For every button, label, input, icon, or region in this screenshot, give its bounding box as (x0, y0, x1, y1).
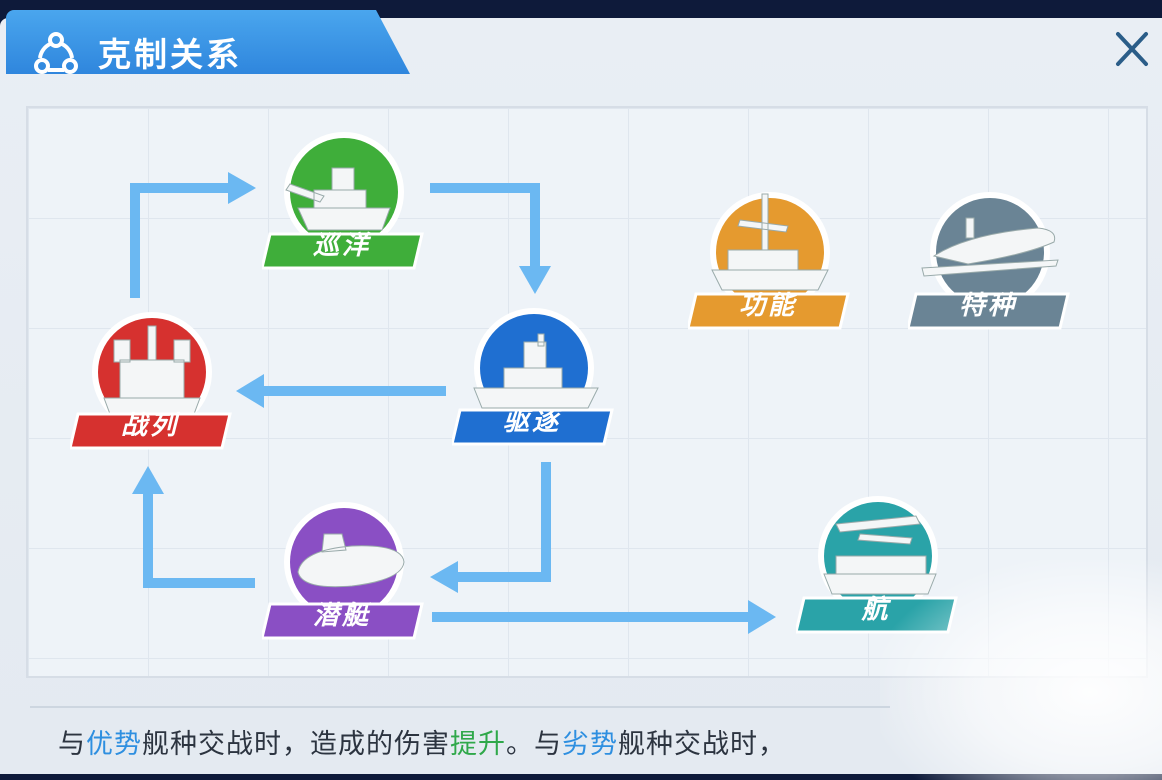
ship-label-support: 功能 (738, 291, 797, 321)
arrow-destroyer-to-submarine (430, 462, 551, 593)
ship-label-battleship: 战列 (120, 411, 179, 441)
special-ship-icon (921, 217, 1059, 277)
special-emblem (908, 192, 1070, 330)
support-ship-icon (711, 193, 829, 291)
arrow-cruiser-to-destroyer (430, 183, 551, 294)
triangle-nodes-icon (34, 32, 78, 74)
ship-destroyer[interactable]: 驱逐 (452, 306, 622, 456)
ship-special[interactable]: 特种 (908, 190, 1078, 340)
ship-battleship[interactable]: 战列 (70, 310, 240, 460)
arrow-battleship-to-cruiser (130, 172, 256, 298)
ship-label-destroyer: 驱逐 (502, 407, 561, 437)
ship-label-submarine: 潜艇 (312, 601, 371, 631)
desc-disadvantage: 劣势 (562, 729, 618, 760)
cruiser-ship-icon (285, 167, 391, 231)
desc-part: 舰种交战时，造成的伤害 (142, 729, 450, 760)
destroyer-emblem (452, 308, 614, 446)
support-emblem (688, 192, 850, 330)
desc-part: 与 (58, 729, 86, 760)
description-text: 与优势舰种交战时，造成的伤害提升。与劣势舰种交战时， (58, 722, 786, 761)
ship-submarine[interactable]: 潜艇 (262, 500, 432, 650)
ship-label-cruiser: 巡洋 (312, 231, 371, 261)
arrow-destroyer-to-battleship (236, 374, 446, 408)
ship-cruiser[interactable]: 巡洋 (262, 130, 432, 280)
ship-label-carrier: 航 (861, 595, 891, 625)
submarine-ship-icon (297, 533, 405, 588)
ship-support[interactable]: 功能 (688, 190, 858, 340)
desc-part: 舰种交战时， (618, 729, 786, 760)
cruiser-emblem (262, 132, 424, 270)
desc-part: 。与 (506, 729, 562, 760)
arrow-submarine-to-carrier (432, 600, 776, 634)
title-tab: 克制关系 (6, 10, 410, 74)
page-title: 克制关系 (98, 35, 242, 74)
destroyer-ship-icon (473, 333, 599, 409)
divider (30, 706, 890, 708)
close-icon (1116, 32, 1148, 66)
desc-increase: 提升 (450, 729, 506, 760)
submarine-emblem (262, 502, 424, 640)
close-button[interactable] (1100, 20, 1160, 80)
desc-advantage: 优势 (86, 729, 142, 760)
arrow-submarine-to-battleship (132, 466, 255, 588)
ship-carrier[interactable]: 航 (796, 494, 966, 644)
battleship-emblem (70, 312, 232, 450)
ship-label-special: 特种 (958, 291, 1017, 321)
